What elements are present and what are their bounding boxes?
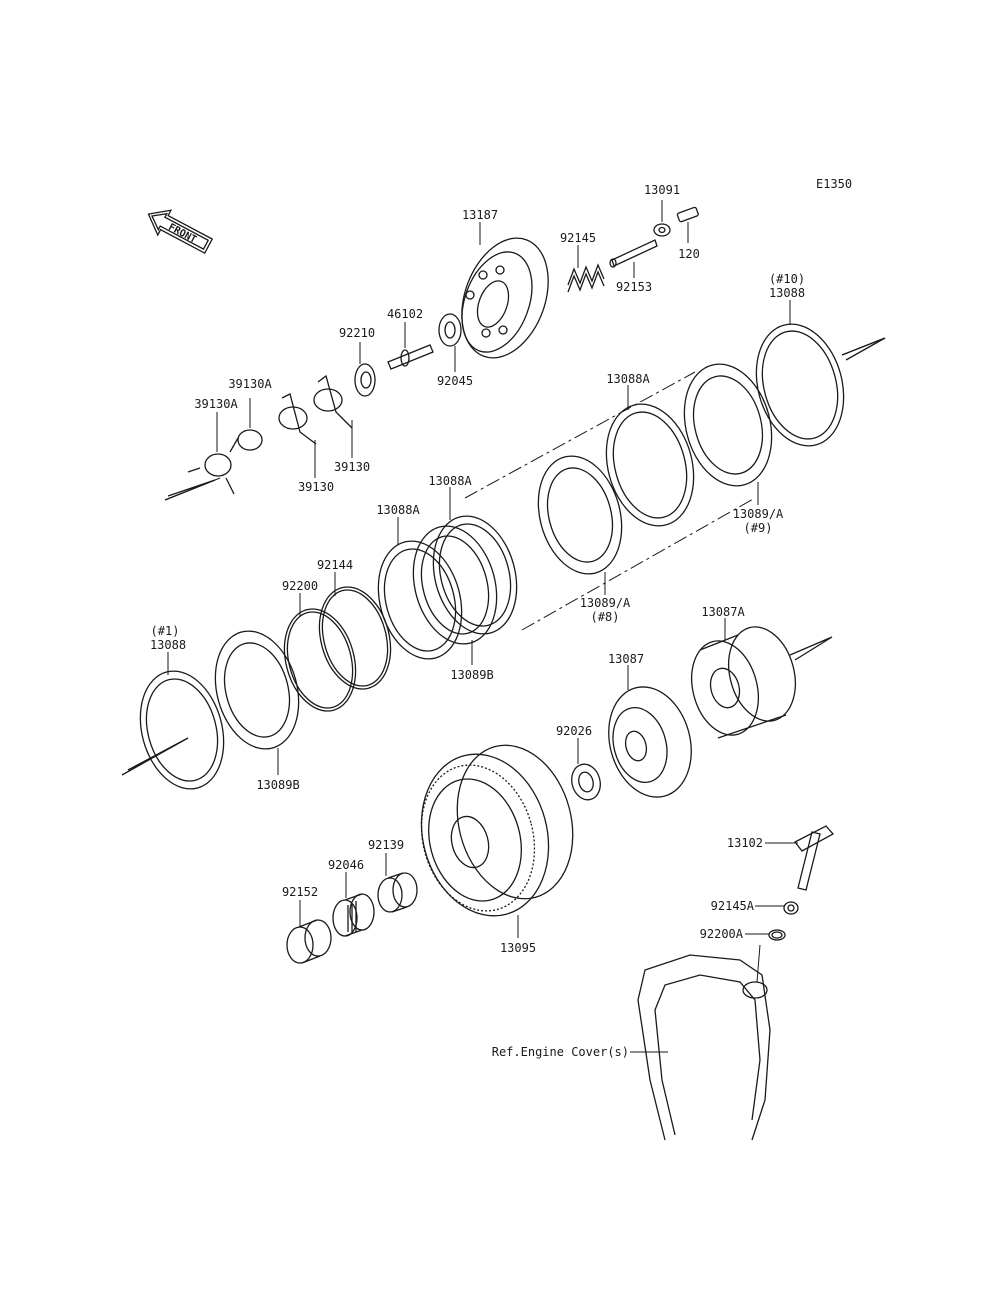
label-13089A-8: 13089/A (579, 596, 631, 610)
part-92144 (318, 572, 392, 690)
part-92152 (286, 900, 332, 964)
part-13089A-9 (683, 363, 773, 505)
label-13088A-top: 13088A (606, 372, 650, 386)
part-13088A-left (377, 517, 463, 660)
label-13089A-8-note: (#8) (590, 610, 620, 624)
label-92152: 92152 (281, 885, 319, 899)
label-13088-1-note: (#1) (150, 624, 180, 638)
label-39130-mid: 39130 (297, 480, 335, 494)
label-13088-10-note: (#10) (768, 272, 806, 286)
part-92139 (377, 853, 418, 913)
label-13187: 13187 (461, 208, 499, 222)
label-92139: 92139 (367, 838, 405, 852)
label-13089A-9-note: (#9) (743, 521, 773, 535)
label-13088A-mid: 13088A (428, 474, 472, 488)
label-120: 120 (678, 247, 700, 261)
part-13088-10 (755, 300, 845, 447)
axis-arrow-upper (841, 337, 886, 361)
part-92045 (438, 313, 462, 372)
part-46102 (387, 322, 434, 370)
part-92145 (567, 245, 605, 293)
label-13087: 13087 (607, 652, 645, 666)
label-13089A-9: 13089/A (732, 507, 784, 521)
part-13088A-mid (412, 487, 518, 665)
part-39130-mid (278, 393, 317, 478)
front-label: FRONT (166, 222, 198, 246)
label-92145: 92145 (559, 231, 597, 245)
label-92145A: 92145A (710, 899, 754, 913)
label-13089B-low: 13089B (256, 778, 300, 792)
part-13089B-low (214, 630, 300, 775)
label-13089B-mid: 13089B (450, 668, 494, 682)
label-39130A-left: 39130A (194, 397, 238, 411)
label-92210: 92210 (338, 326, 376, 340)
part-92145A (755, 901, 799, 915)
part-13095 (420, 744, 574, 938)
label-46102: 46102 (386, 307, 424, 321)
front-arrow-icon: FRONT (147, 209, 214, 255)
axis-arrow-lower-right (789, 636, 833, 661)
label-92200: 92200 (281, 579, 319, 593)
part-92200 (283, 593, 357, 712)
part-13087A (691, 618, 796, 739)
label-92153: 92153 (615, 280, 653, 294)
part-92153 (609, 239, 658, 278)
part-39130A-left (187, 412, 239, 495)
label-92144: 92144 (316, 558, 354, 572)
label-13088A-left: 13088A (376, 503, 420, 517)
axis-arrow-lower-left (121, 737, 189, 776)
label-13102: 13102 (726, 836, 763, 850)
label-39130-right: 39130 (333, 460, 371, 474)
dash-line-3 (838, 280, 930, 290)
label-92046: 92046 (327, 858, 365, 872)
part-13091 (653, 200, 671, 237)
part-92046 (332, 872, 375, 937)
label-13088-10: 13088 (768, 286, 806, 300)
part-92026 (571, 738, 601, 801)
part-13187 (461, 222, 549, 359)
part-39130A-mid (237, 398, 263, 451)
part-13087 (608, 665, 692, 798)
label-92200A: 92200A (699, 927, 743, 941)
bolt-120 (676, 206, 699, 243)
label-13087A: 13087A (701, 605, 745, 619)
label-92045: 92045 (436, 374, 474, 388)
part-39130-right (313, 374, 353, 458)
part-13102 (765, 825, 835, 891)
part-92200A (745, 929, 786, 941)
part-13089A-8 (537, 455, 623, 595)
engine-cover-reference (630, 944, 771, 1141)
dash-line-2 (521, 497, 756, 631)
diagram-code: E1350 (816, 177, 853, 191)
label-13095: 13095 (499, 941, 537, 955)
label-39130A-mid: 39130A (228, 377, 272, 391)
label-13088-1: 13088 (149, 638, 187, 652)
label-92026: 92026 (555, 724, 593, 738)
label-13091: 13091 (643, 183, 681, 197)
dash-line-1 (464, 371, 696, 499)
axis-arrow-left-upper (164, 479, 216, 501)
part-92210 (354, 342, 376, 397)
part-13088-1 (139, 652, 225, 790)
part-13088A-top (605, 385, 695, 527)
label-ref-engine-cover: Ref.Engine Cover(s) (491, 1045, 629, 1059)
